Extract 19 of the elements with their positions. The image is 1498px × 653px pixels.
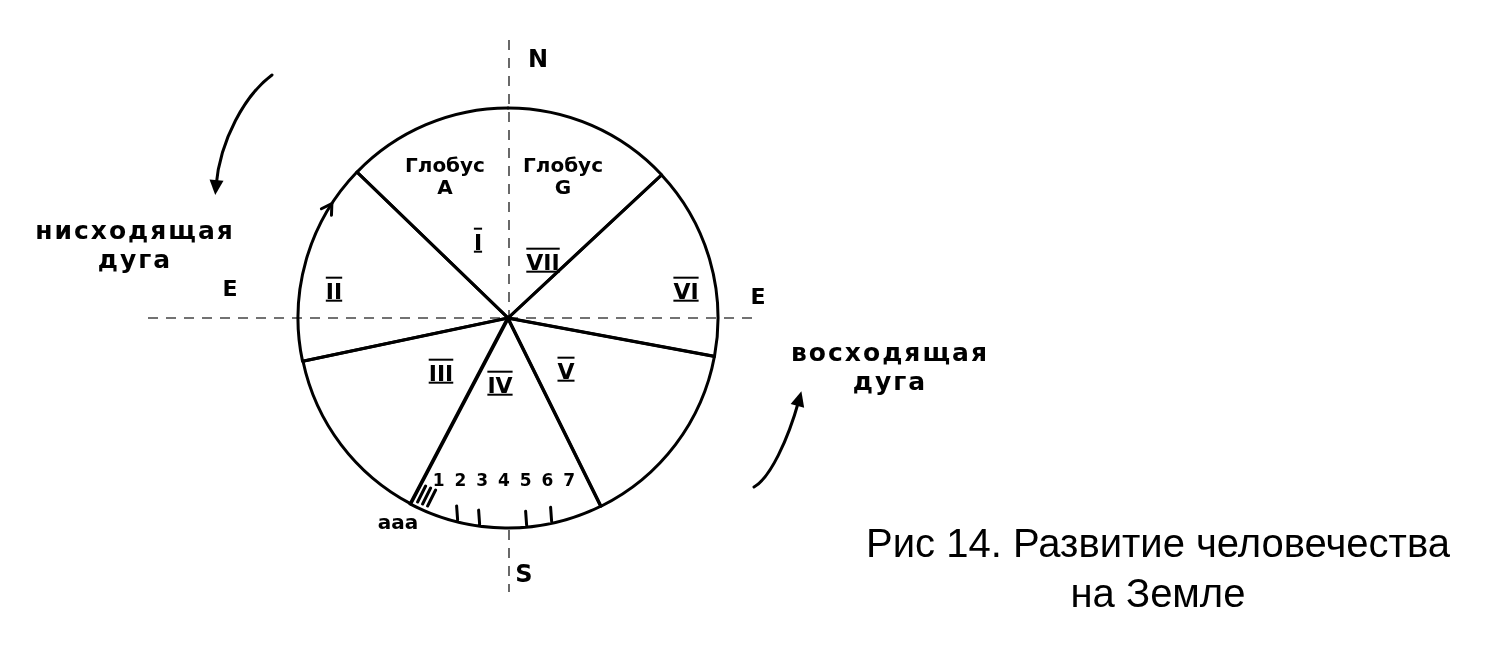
compass-label: S [515, 561, 533, 589]
compass-label: E [222, 276, 238, 302]
roman-numeral: VI [673, 279, 699, 305]
globe-label: Глобус A [405, 153, 485, 199]
arc-label: нисходящая дуга [35, 217, 235, 275]
roman-numeral: VII [526, 250, 560, 276]
compass-label: N [527, 46, 549, 74]
roman-numeral: V [557, 359, 575, 385]
note-label: ааа [377, 510, 419, 534]
compass-label: E [750, 284, 766, 310]
circle-sector [506, 106, 664, 320]
roman-numeral: II [325, 279, 343, 305]
scale-numbers: 1 2 3 4 5 6 7 [432, 471, 578, 491]
roman-numeral: III [428, 361, 454, 387]
roman-numeral: IV [487, 373, 513, 399]
globe-label: Глобус G [523, 153, 603, 199]
arc-label: восходящая дуга [791, 339, 989, 397]
figure-caption: Рис 14. Развитие человечества на Земле [865, 520, 1451, 617]
roman-numeral: I [473, 230, 483, 256]
